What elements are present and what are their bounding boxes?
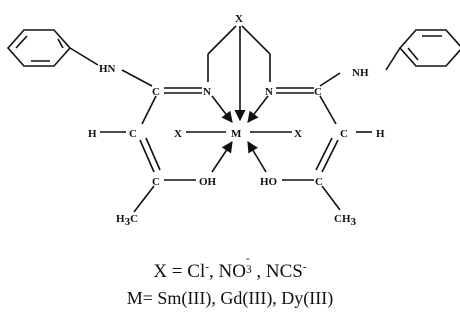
atom-c-right-low: C	[315, 176, 323, 188]
caption-x-label: X =	[153, 261, 188, 282]
caption-sep: ,	[209, 261, 219, 282]
atom-h-left: H	[88, 128, 97, 140]
caption-ion-cl: Cl	[187, 261, 206, 282]
bonds	[6, 25, 460, 213]
caption-ion-ncs: NCS	[265, 261, 303, 282]
atom-x-left: X	[174, 128, 182, 140]
atom-n-left: N	[203, 86, 211, 98]
right-phenyl-ring	[398, 29, 460, 67]
caption-ion-no3-sub: 3	[245, 264, 252, 277]
caption-ion-cl-charge: -	[205, 261, 210, 274]
atom-nh-left: HN	[99, 63, 116, 75]
atom-n-right: N	[265, 86, 273, 98]
atom-oh-right: HO	[260, 176, 278, 188]
atom-x-top: X	[235, 13, 243, 25]
atom-c-right-up: C	[314, 86, 322, 98]
caption-ion-no3-charge: -	[245, 252, 250, 265]
atom-c-left-low: C	[152, 176, 160, 188]
caption-x-line: X = Cl-, NO-3, NCS-	[0, 253, 460, 283]
atom-metal: M	[231, 128, 242, 140]
arrow-n-left	[211, 95, 233, 123]
caption-sep: ,	[256, 261, 266, 282]
caption-ion-ncs-charge: -	[302, 261, 307, 274]
atom-c-left-mid: C	[129, 128, 137, 140]
atom-x-right: X	[294, 128, 302, 140]
caption-ion-no3-scripts: -3	[245, 253, 256, 277]
atom-c-right-mid: C	[340, 128, 348, 140]
caption-ion-no3: NO	[218, 261, 246, 282]
arrow-oh-right	[247, 141, 267, 173]
coordination-arrows	[211, 26, 269, 173]
arrow-n-right	[247, 95, 269, 123]
atom-methyl-right: CH3	[334, 213, 357, 228]
atom-h-right: H	[376, 128, 385, 140]
atom-labels: X HN NH C N N C H C X M X C H C OH HO C …	[88, 13, 385, 228]
caption-m-line: M= Sm(III), Gd(III), Dy(III)	[126, 288, 334, 308]
atom-methyl-left: H3C	[116, 213, 138, 228]
atom-oh-left: OH	[199, 176, 217, 188]
arrow-oh-left	[211, 141, 233, 173]
atom-c-left-up: C	[152, 86, 160, 98]
atom-nh-right: NH	[352, 67, 369, 79]
